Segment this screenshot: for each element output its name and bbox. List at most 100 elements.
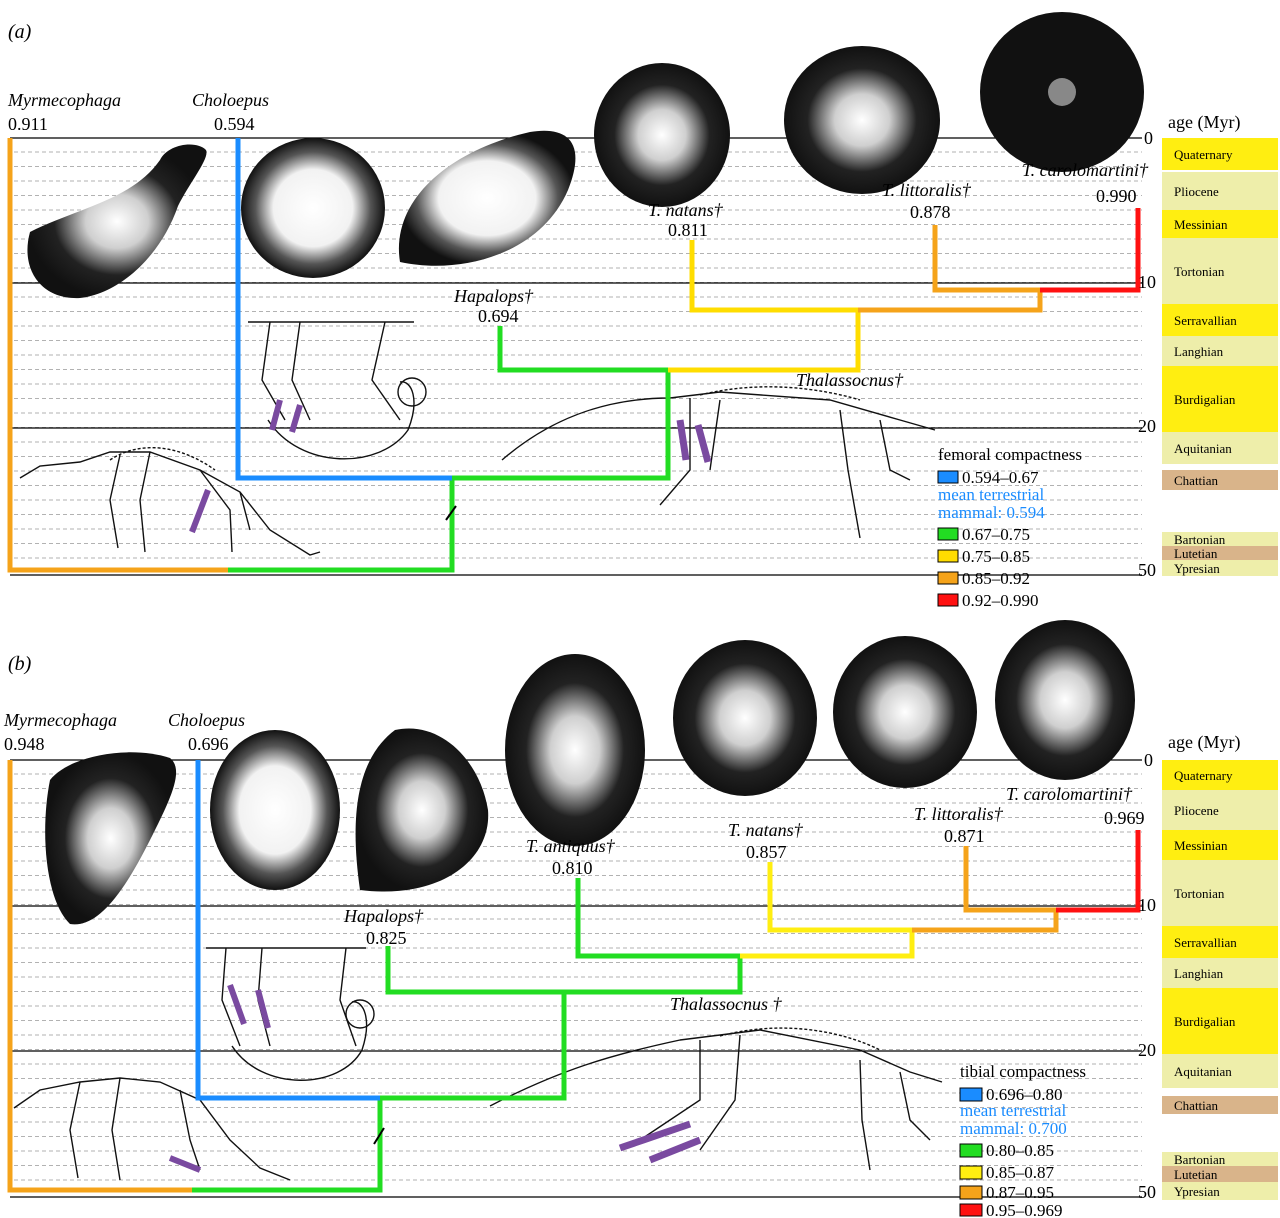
- legend-range: 0.75–0.85: [962, 547, 1030, 566]
- epoch-label: Messinian: [1174, 217, 1228, 232]
- legend-title: femoral compactness: [938, 445, 1082, 464]
- branch-root-green: [192, 1098, 380, 1190]
- epoch-label: Tortonian: [1174, 264, 1225, 279]
- legend-range: 0.95–0.969: [986, 1201, 1063, 1218]
- epoch-label: Quaternary: [1174, 768, 1233, 783]
- mean-terrestrial-line1: mean terrestrial: [938, 485, 1044, 504]
- taxon-name-natans: T. natans†: [648, 200, 724, 220]
- taxon-value-littoralis: 0.878: [910, 202, 951, 222]
- tibia-section-natans: [673, 640, 817, 796]
- taxon-name-carolomartini: T. carolomartini†: [1022, 160, 1149, 180]
- skeleton-choloepus: [248, 322, 426, 459]
- taxon-value-myrmecophaga: 0.948: [4, 734, 45, 754]
- age-tick-20: 20: [1138, 1040, 1156, 1060]
- legend-swatch-yellow: [938, 550, 958, 562]
- epoch-label: Lutetian: [1174, 546, 1218, 561]
- epoch-label: Serravallian: [1174, 935, 1237, 950]
- taxon-value-hapalops: 0.694: [478, 306, 519, 326]
- taxon-value-hapalops: 0.825: [366, 928, 407, 948]
- taxon-name-hapalops: Hapalops†: [453, 286, 534, 306]
- femur-section-littoralis: [784, 46, 940, 194]
- legend: tibial compactness 0.696–0.80 mean terre…: [960, 1062, 1086, 1218]
- epoch-label: Tortonian: [1174, 886, 1225, 901]
- taxon-value-myrmecophaga: 0.911: [8, 114, 48, 134]
- legend-swatch-yellow: [960, 1166, 982, 1179]
- epoch-label: Pliocene: [1174, 803, 1219, 818]
- branch-littoralis: [912, 846, 1056, 930]
- legend-range: 0.85–0.92: [962, 569, 1030, 588]
- legend-swatch-red: [960, 1204, 982, 1216]
- branch-thalassocnus-clade: [668, 240, 858, 370]
- legend-swatch-red: [938, 594, 958, 606]
- femur-section-natans: [594, 63, 730, 207]
- taxon-value-choloepus: 0.594: [214, 114, 255, 134]
- legend-swatch-green: [960, 1144, 982, 1157]
- legend-swatch-orange: [938, 572, 958, 584]
- legend-swatch-green: [938, 528, 958, 540]
- epoch-label: Pliocene: [1174, 184, 1219, 199]
- skeleton-myrmecophaga: [20, 448, 320, 555]
- taxon-name-littoralis: T. littoralis†: [914, 804, 1004, 824]
- panel-label: (a): [8, 21, 32, 43]
- taxon-name-myrmecophaga: Myrmecophaga: [7, 90, 121, 110]
- taxon-name-thalassocnus: Thalassocnus †: [670, 994, 783, 1014]
- taxon-value-antiquus: 0.810: [552, 858, 593, 878]
- legend-range: 0.80–0.85: [986, 1141, 1054, 1160]
- skeleton-choloepus: [206, 948, 374, 1080]
- legend-swatch-blue: [960, 1088, 982, 1101]
- legend: femoral compactness 0.594–0.67 mean terr…: [938, 445, 1082, 610]
- tibia-section-carolomartini: [995, 620, 1135, 780]
- branch-antiquus-clade: [564, 878, 740, 992]
- legend-range: 0.85–0.87: [986, 1163, 1055, 1182]
- epoch-label: Messinian: [1174, 838, 1228, 853]
- legend-swatch-blue: [938, 471, 958, 483]
- taxon-value-natans: 0.857: [746, 842, 787, 862]
- epoch-label: Serravallian: [1174, 313, 1237, 328]
- highlight-limb: [620, 1124, 700, 1160]
- taxon-name-hapalops: Hapalops†: [343, 906, 424, 926]
- taxon-value-natans: 0.811: [668, 220, 708, 240]
- epoch-column: QuaternaryPlioceneMessinianTortonianSerr…: [1162, 760, 1278, 1200]
- branch-carolomartini: [1040, 208, 1138, 290]
- epoch-label: Lutetian: [1174, 1167, 1218, 1182]
- taxon-name-myrmecophaga: Myrmecophaga: [3, 710, 117, 730]
- epoch-label: Langhian: [1174, 966, 1224, 981]
- taxon-labels: Myrmecophaga 0.911 Choloepus 0.594 Hapal…: [7, 90, 1149, 390]
- age-tick-0: 0: [1144, 750, 1153, 770]
- tibia-section-myrmecophaga: [45, 752, 176, 924]
- branch-carolomartini: [1056, 830, 1138, 910]
- taxon-value-choloepus: 0.696: [188, 734, 229, 754]
- age-tick-50: 50: [1138, 1182, 1156, 1202]
- epoch-label: Aquitanian: [1174, 441, 1232, 456]
- epoch-label: Bartonian: [1174, 532, 1226, 547]
- age-tick-10: 10: [1138, 895, 1156, 915]
- epoch-label: Quaternary: [1174, 147, 1233, 162]
- highlight-limb: [680, 420, 708, 462]
- legend-range: 0.92–0.990: [962, 591, 1039, 610]
- taxon-value-carolomartini: 0.990: [1096, 186, 1137, 206]
- epoch-label: Burdigalian: [1174, 1014, 1236, 1029]
- panel-a: (a): [7, 12, 1278, 610]
- epoch-column: QuaternaryPlioceneMessinianTortonianSerr…: [1162, 138, 1278, 576]
- femur-section-choloepus: [241, 138, 385, 278]
- femur-section-myrmecophaga: [27, 145, 206, 299]
- skeleton-thalassocnus: [502, 387, 935, 538]
- taxon-value-carolomartini: 0.969: [1104, 808, 1145, 828]
- femur-section-hapalops: [399, 131, 576, 266]
- age-title: age (Myr): [1168, 732, 1240, 753]
- age-tick-0: 0: [1144, 128, 1153, 148]
- taxon-name-thalassocnus: Thalassocnus†: [796, 370, 904, 390]
- femur-section-carolomartini-core: [1048, 78, 1076, 106]
- epoch-label: Langhian: [1174, 344, 1224, 359]
- panel-label: (b): [8, 653, 32, 675]
- branch-hapalops-clade: [380, 946, 564, 1098]
- epoch-label: Bartonian: [1174, 1152, 1226, 1167]
- epoch-label: Chattian: [1174, 1098, 1219, 1113]
- branch-natans-clade: [740, 862, 912, 956]
- mean-terrestrial-line2: mammal: 0.594: [938, 503, 1045, 522]
- tibia-section-littoralis: [833, 636, 977, 788]
- taxon-name-choloepus: Choloepus: [192, 90, 269, 110]
- age-tick-10: 10: [1138, 272, 1156, 292]
- taxon-name-choloepus: Choloepus: [168, 710, 245, 730]
- branch-root-green: [228, 478, 452, 570]
